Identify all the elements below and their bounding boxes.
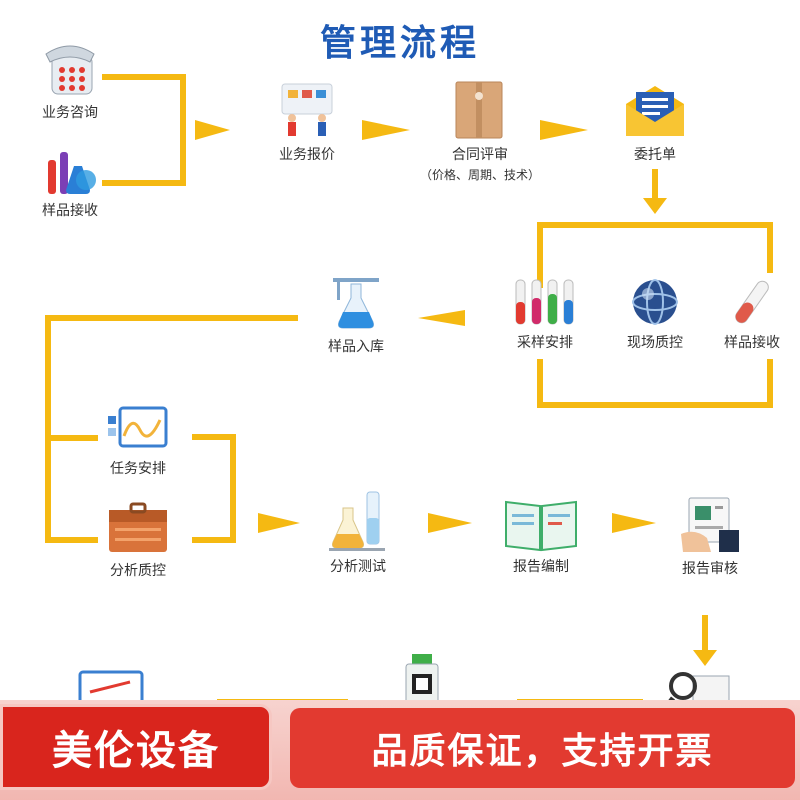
test-tubes-icon <box>515 279 574 325</box>
envelope-icon <box>626 86 684 136</box>
box-bottom <box>537 359 773 408</box>
node-contract-review-label: 合同评审 <box>452 147 508 163</box>
node-quote: 业务报价 <box>262 80 352 164</box>
box-top <box>537 222 773 288</box>
node-field-qc: 现场质控 <box>615 276 695 352</box>
toolbox-icon <box>109 502 167 552</box>
business-meeting-icon <box>281 83 333 136</box>
node-quote-label: 业务报价 <box>279 147 335 163</box>
node-analysis-qc: 分析质控 <box>98 500 178 580</box>
node-report-review: 报告审核 <box>665 494 755 578</box>
globe-icon <box>632 279 678 325</box>
flask-stand-icon <box>333 278 379 329</box>
node-sample-storage-label: 样品入库 <box>328 339 384 355</box>
node-contract-review-note: （价格、周期、技术） <box>419 168 540 182</box>
qr-bottle-icon <box>405 654 439 704</box>
node-sample-receive-top-label: 样品接收 <box>42 203 98 219</box>
node-consult: 业务咨询 <box>30 40 110 122</box>
arrow-down-1 <box>643 198 667 214</box>
guarantee-badge: 品质保证，支持开票 <box>290 708 795 788</box>
node-report-review-label: 报告审核 <box>682 561 738 577</box>
node-sample-receive-top: 样品接收 <box>30 146 110 220</box>
node-report-compile: 报告编制 <box>496 496 586 576</box>
node-sample-receive-mid-label: 样品接收 <box>724 335 780 351</box>
node-analysis-test-label: 分析测试 <box>330 559 386 575</box>
node-sampling-plan: 采样安排 <box>505 276 585 352</box>
document-review-icon <box>681 497 739 552</box>
lab-flasks-icon <box>48 152 96 194</box>
page-title: 管理流程 <box>319 23 480 64</box>
node-contract-review: 合同评审 （价格、周期、技术） <box>400 78 560 183</box>
arrow-left-1 <box>418 310 465 326</box>
brand-badge: 美伦设备 <box>0 704 272 790</box>
node-report-compile-label: 报告编制 <box>513 559 569 575</box>
node-analysis-qc-label: 分析质控 <box>110 563 166 579</box>
node-field-qc-label: 现场质控 <box>627 335 683 351</box>
node-task-assign-label: 任务安排 <box>110 461 166 477</box>
arrow-right-3 <box>540 120 588 140</box>
telephone-icon <box>45 45 95 95</box>
arrow-down-2 <box>693 650 717 666</box>
left-bracket <box>45 315 298 543</box>
monitor-chart-icon <box>108 406 168 448</box>
arrow-right-6 <box>612 513 656 533</box>
node-task-assign: 任务安排 <box>98 406 178 478</box>
node-sampling-plan-label: 采样安排 <box>517 335 573 351</box>
node-commission-label: 委托单 <box>634 147 676 163</box>
arrow-right-5 <box>428 513 472 533</box>
bracket-line-top <box>102 74 186 133</box>
small-bracket <box>192 434 236 543</box>
node-analysis-test: 分析测试 <box>318 488 398 576</box>
arrow-right-1 <box>195 120 230 140</box>
arrow-right-2 <box>362 120 410 140</box>
node-consult-label: 业务咨询 <box>42 105 98 121</box>
node-commission: 委托单 <box>612 82 698 164</box>
node-sample-storage: 样品入库 <box>312 272 400 356</box>
bracket-line-dashed <box>102 127 186 186</box>
test-tube-icon <box>735 280 769 324</box>
node-sample-receive-mid: 样品接收 <box>712 276 792 352</box>
lab-glassware-icon <box>329 491 385 551</box>
certificate-icon <box>78 670 144 704</box>
document-folder-icon <box>455 81 503 139</box>
open-book-icon <box>505 500 577 552</box>
arrow-right-4 <box>258 513 300 533</box>
